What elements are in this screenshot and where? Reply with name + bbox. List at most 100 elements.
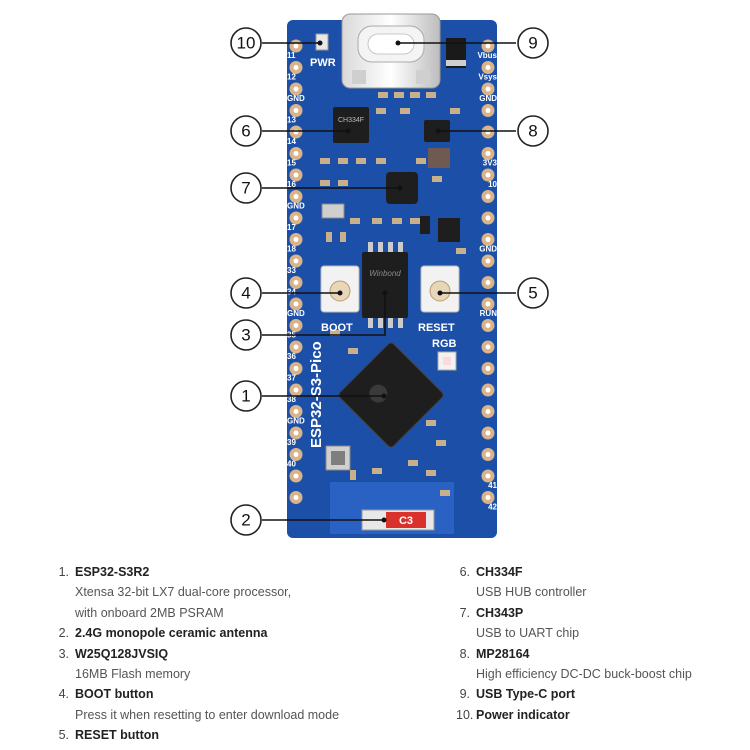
usb-c-connector [341,13,441,89]
reset-label: RESET [418,322,455,334]
pin-label-left: 36 [287,352,296,361]
legend-title: BOOT button [75,687,154,702]
pin-label-left: 12 [287,73,296,82]
callout-6: 6 [230,115,262,147]
legend-title: ESP32-S3R2 [75,565,150,579]
pin-label-left: 16 [287,180,296,189]
svg-text:1: 1 [241,387,250,406]
pin-label-left: 15 [287,159,296,168]
pin-label-left: 40 [287,460,296,469]
pin-label-left: 17 [287,223,296,232]
svg-text:5: 5 [528,284,537,303]
pin-label-right: GND [479,245,497,254]
callout-9: 9 [517,27,549,59]
svg-text:7: 7 [241,179,250,198]
pin-label-left: 11 [287,51,296,60]
legend-description: High efficiency DC-DC buck-boost chip [476,667,692,682]
callout-4: 4 [230,277,262,309]
pin-label-left: 34 [287,288,296,297]
crystal-32k [325,445,351,471]
pin-label-left: GND [287,417,305,426]
pin-label-left: GND [287,309,305,318]
pin-label-right: 3V3 [483,159,498,168]
legend-number: 4. [58,687,69,702]
callout-leaders [262,40,516,523]
reset-button [420,265,460,313]
legend-item: 6. CH334F USB HUB controller [456,562,746,603]
ch334f-chip: CH334F [333,107,369,143]
legend-title: CH343P [476,605,524,620]
legend-number: 2. [58,626,69,641]
legend-title: CH334F [476,565,523,579]
pin-label-right: Vbus [477,51,497,60]
callout-3: 3 [230,319,262,351]
pin-label-left: GND [287,94,305,103]
callout-5: 5 [517,277,549,309]
legend-title: RESET button [75,728,160,743]
pin-label-left: 18 [287,245,296,254]
antenna-label: C3 [399,515,413,527]
legend-description: 16MB Flash memory [75,667,191,682]
callout-10: 10 [230,27,262,59]
ceramic-antenna: C3 [361,509,435,531]
flash-chip: Winbond [362,242,408,328]
callout-2: 2 [230,504,262,536]
pin-label-right: 10 [488,180,497,189]
legend-title: MP28164 [476,646,530,661]
pin-label-right: Vsys [478,73,497,82]
flash-marking: Winbond [369,269,401,278]
callout-7: 7 [230,172,262,204]
pin-label-left: 37 [287,374,296,383]
legend-description: Press it when resetting to enter downloa… [75,707,340,722]
legend-number: 5. [58,728,69,743]
legend-number: 7. [459,605,470,620]
legend-item: 5. RESET button [55,725,445,745]
legend-number: 1. [58,565,69,579]
board-diagram: 1112GND13141516GND17183334GND35363738GND… [230,13,549,538]
legend-item: 2. 2.4G monopole ceramic antenna [55,623,445,643]
legend-item: 9.USB Type-C port [456,684,746,704]
legend-item: 10.Power indicator [456,705,746,725]
pin-label-left: 39 [287,438,296,447]
pin-label-left: 33 [287,266,296,275]
svg-text:4: 4 [241,284,250,303]
crystal [321,203,345,219]
legend-number: 9. [459,687,470,702]
boot-button [320,265,360,313]
ch334f-marking: CH334F [338,117,364,124]
pwr-label: PWR [310,57,336,69]
pin-label-right: GND [479,94,497,103]
mosfet-2 [420,216,430,234]
svg-text:8: 8 [528,122,537,141]
right-pads [481,39,495,504]
callout-1: 1 [230,380,262,412]
svg-text:6: 6 [241,122,250,141]
pin-label-right: 42 [488,503,497,512]
svg-text:9: 9 [528,34,537,53]
legend-item: 7. CH343P USB to UART chip [456,603,746,644]
legend-number: 10. [456,707,474,722]
legend-title: 2.4G monopole ceramic antenna [75,626,268,641]
legend-number: 3. [58,646,69,661]
pin-label-left: 14 [287,137,296,146]
board-name: ESP32-S3-Pico [308,341,325,448]
pin-label-right: RUN [480,309,498,318]
legend-number: 6. [459,565,470,579]
left-pin-labels: 1112GND13141516GND17183334GND35363738GND… [287,51,305,469]
pin-label-left: 13 [287,116,296,125]
pin-label-right: 41 [488,481,497,490]
svg-text:2: 2 [241,511,250,530]
legend-description: USB to UART chip [476,626,580,641]
callout-8: 8 [517,115,549,147]
legend-description: Xtensa 32-bit LX7 dual-core processor, [75,585,292,600]
legend-title: W25Q128JVSIQ [75,646,169,661]
svg-text:3: 3 [241,326,250,345]
legend-right: 6. CH334F USB HUB controller 7. CH343P USB to… [456,562,746,725]
legend-title: Power indicator [476,707,570,722]
legend-description: USB HUB controller [476,585,587,600]
rgb-label: RGB [432,338,457,350]
